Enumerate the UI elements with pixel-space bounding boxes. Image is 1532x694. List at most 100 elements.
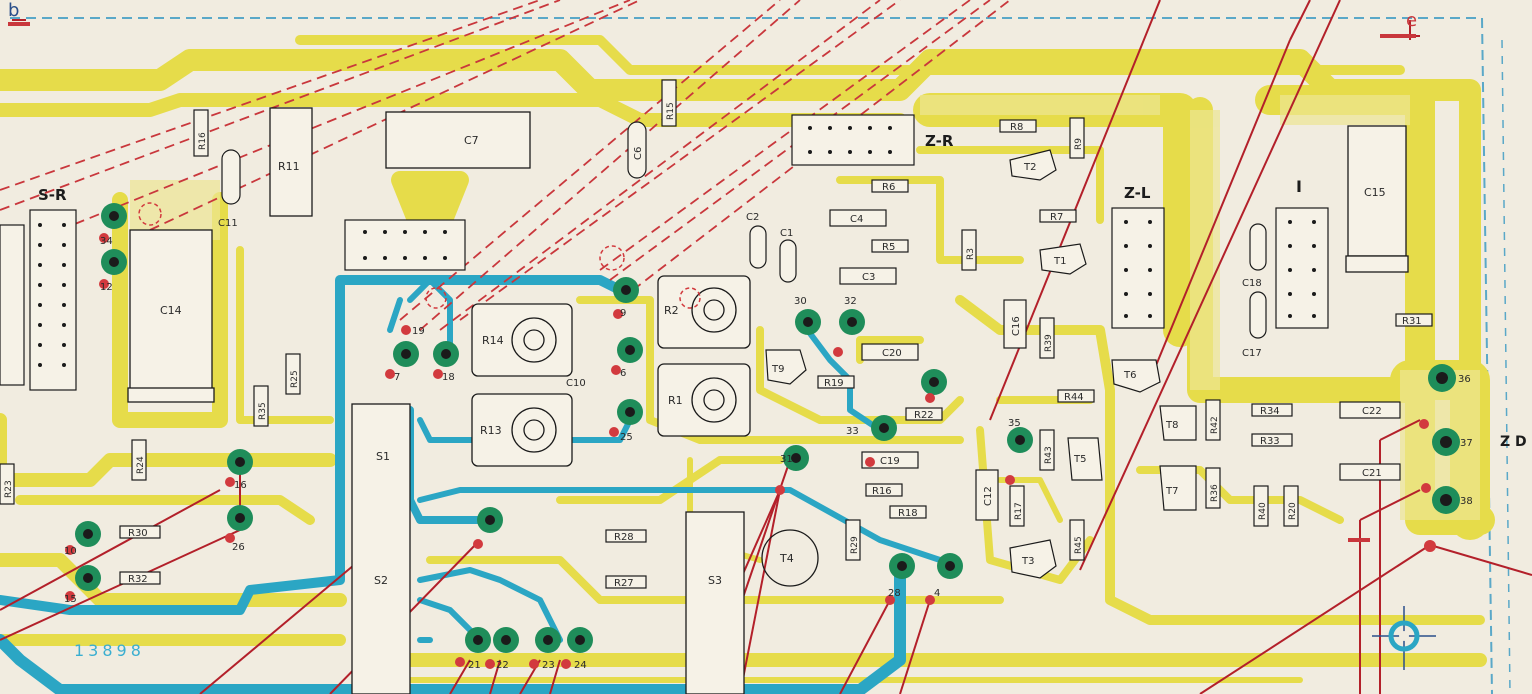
label-c19: C19 [880, 456, 900, 467]
pin-38: 38 [1460, 496, 1473, 507]
pin-18: 18 [442, 372, 455, 383]
pin-28: 28 [888, 588, 901, 599]
board-edge-right [1501, 39, 1511, 694]
label-s3: S3 [708, 574, 722, 587]
label-r34: R34 [1260, 406, 1280, 417]
label-r9: R9 [1074, 138, 1084, 150]
label-r29: R29 [850, 536, 860, 554]
label-r15: R15 [666, 102, 676, 120]
pin-37: 37 [1460, 438, 1473, 449]
label-r39: R39 [1044, 334, 1054, 352]
connector-pins [38, 126, 1316, 367]
label-c15: C15 [1364, 186, 1386, 199]
label-c20: C20 [882, 348, 902, 359]
label-r33: R33 [1260, 436, 1280, 447]
label-c22: C22 [1362, 406, 1382, 417]
label-r35: R35 [258, 402, 268, 420]
label-r23: R23 [4, 480, 14, 498]
section-zr: Z-R [925, 132, 954, 150]
label-r20: R20 [1288, 502, 1298, 520]
corner-mark-left: b [8, 0, 19, 21]
label-r44: R44 [1064, 392, 1084, 403]
label-c12: C12 [983, 486, 994, 506]
pin-7: 7 [394, 372, 400, 383]
pin-12: 12 [100, 282, 113, 293]
label-t7: T7 [1165, 486, 1178, 497]
pin-31: 31 [780, 454, 793, 465]
label-c4: C4 [850, 214, 863, 225]
label-c3: C3 [862, 272, 875, 283]
label-r40: R40 [1258, 502, 1268, 520]
pin-34: 34 [100, 236, 113, 247]
label-s2: S2 [374, 574, 388, 587]
label-r32: R32 [128, 574, 148, 585]
label-r5: R5 [882, 242, 895, 253]
horizontal-resistors [119, 119, 1433, 589]
pin-21: 21 [468, 660, 481, 671]
label-r8: R8 [1010, 122, 1023, 133]
label-c2: C2 [746, 212, 759, 223]
mounting-hole [1372, 606, 1436, 670]
pin-35: 35 [1008, 418, 1021, 429]
terminal-numbers: 34 12 19 7 18 9 6 25 30 32 31 33 35 10 1… [64, 236, 1473, 671]
label-t4: T4 [779, 552, 794, 565]
label-t2: T2 [1023, 162, 1036, 173]
label-r18: R18 [898, 508, 918, 519]
label-r7: R7 [1050, 212, 1063, 223]
pin-4: 4 [934, 588, 940, 599]
solder-pads [65, 202, 1460, 669]
label-c10: C10 [566, 378, 586, 389]
pin-33: 33 [846, 426, 859, 437]
pin-19: 19 [412, 326, 425, 337]
pin-36: 36 [1458, 374, 1471, 385]
label-r16b: R16 [872, 486, 892, 497]
label-r30: R30 [128, 528, 148, 539]
pin-23: 23 [542, 660, 555, 671]
label-r3: R3 [966, 248, 976, 260]
disc-capacitors [221, 121, 1267, 339]
pin-26: 26 [232, 542, 245, 553]
trimmer-dials [511, 287, 819, 587]
label-c18: C18 [1242, 278, 1262, 289]
label-r42: R42 [1210, 416, 1220, 434]
label-r31: R31 [1402, 316, 1422, 327]
horizontal-capacitors [829, 209, 1401, 521]
pin-32: 32 [844, 296, 857, 307]
section-sr: S-R [38, 186, 67, 204]
label-c1: C1 [780, 228, 793, 239]
label-r16: R16 [198, 132, 208, 150]
copper-tracks [0, 35, 1495, 683]
label-r25: R25 [290, 370, 300, 388]
pin-9: 9 [620, 308, 626, 319]
label-r24: R24 [136, 456, 146, 474]
label-t6: T6 [1123, 370, 1136, 381]
label-r17: R17 [1014, 502, 1024, 520]
label-t8: T8 [1165, 420, 1178, 431]
label-r19: R19 [824, 378, 844, 389]
transistor-outlines [765, 149, 1197, 579]
large-capacitors [127, 107, 1409, 694]
label-r36: R36 [1210, 484, 1220, 502]
label-r13: R13 [480, 424, 502, 437]
pin-15: 15 [64, 594, 77, 605]
edge-label: Z D [1500, 434, 1527, 450]
corner-mark-right: e [1406, 10, 1417, 31]
label-r2: R2 [664, 304, 679, 317]
corner-ground-marks: b e [8, 0, 1417, 38]
pin-10: 10 [64, 546, 77, 557]
label-r27: R27 [614, 578, 634, 589]
label-r22: R22 [914, 410, 934, 421]
label-t5: T5 [1073, 454, 1086, 465]
label-t3: T3 [1021, 556, 1034, 567]
section-i: I [1296, 177, 1302, 196]
label-r6: R6 [882, 182, 895, 193]
label-r43: R43 [1044, 446, 1054, 464]
pin-22: 22 [496, 660, 509, 671]
board-code: 13898 [74, 641, 145, 660]
label-c6: C6 [633, 147, 644, 160]
label-r14: R14 [482, 334, 504, 347]
pin-6: 6 [620, 368, 626, 379]
label-c7: C7 [464, 134, 479, 147]
label-c11: C11 [218, 218, 238, 229]
